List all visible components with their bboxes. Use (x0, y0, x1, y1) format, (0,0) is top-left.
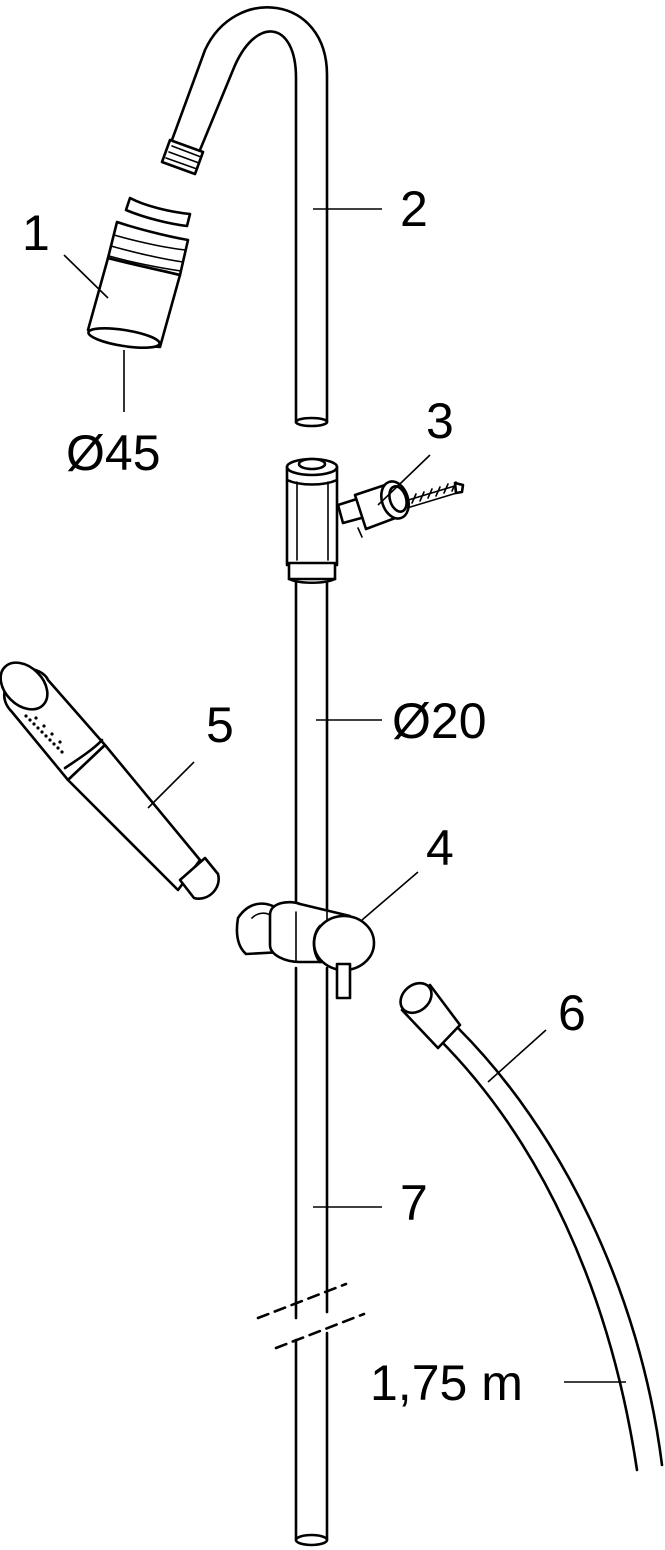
label-part-5: 5 (206, 697, 234, 753)
label-diameter-45: Ø45 (66, 425, 161, 481)
leader-lines (63, 208, 626, 1383)
part-5-hand-shower (0, 661, 220, 900)
leader-4 (361, 871, 419, 921)
part-2-curved-pipe (160, 6, 329, 428)
label-part-3: 3 (426, 393, 454, 449)
labels: 1 2 3 4 5 6 7 Ø45 Ø20 1,75 m (22, 181, 586, 1411)
part-3-wall-bracket (336, 480, 465, 538)
part-7-slide-bar (256, 580, 366, 1547)
leader-6 (487, 1029, 547, 1083)
label-hose-length: 1,75 m (370, 1355, 523, 1411)
spray-nozzles (24, 714, 64, 754)
label-part-7: 7 (400, 1175, 428, 1231)
part-1-adapter (86, 196, 192, 350)
label-part-6: 6 (558, 985, 586, 1041)
label-diameter-20: Ø20 (392, 693, 487, 749)
leader-1 (63, 254, 109, 299)
label-part-1: 1 (22, 205, 50, 261)
bar-joint-holder (285, 457, 339, 585)
part-4-slider (235, 900, 376, 1000)
label-part-2: 2 (400, 181, 428, 237)
leader-5 (147, 761, 195, 809)
leader-3 (377, 454, 431, 506)
label-part-4: 4 (426, 820, 454, 876)
